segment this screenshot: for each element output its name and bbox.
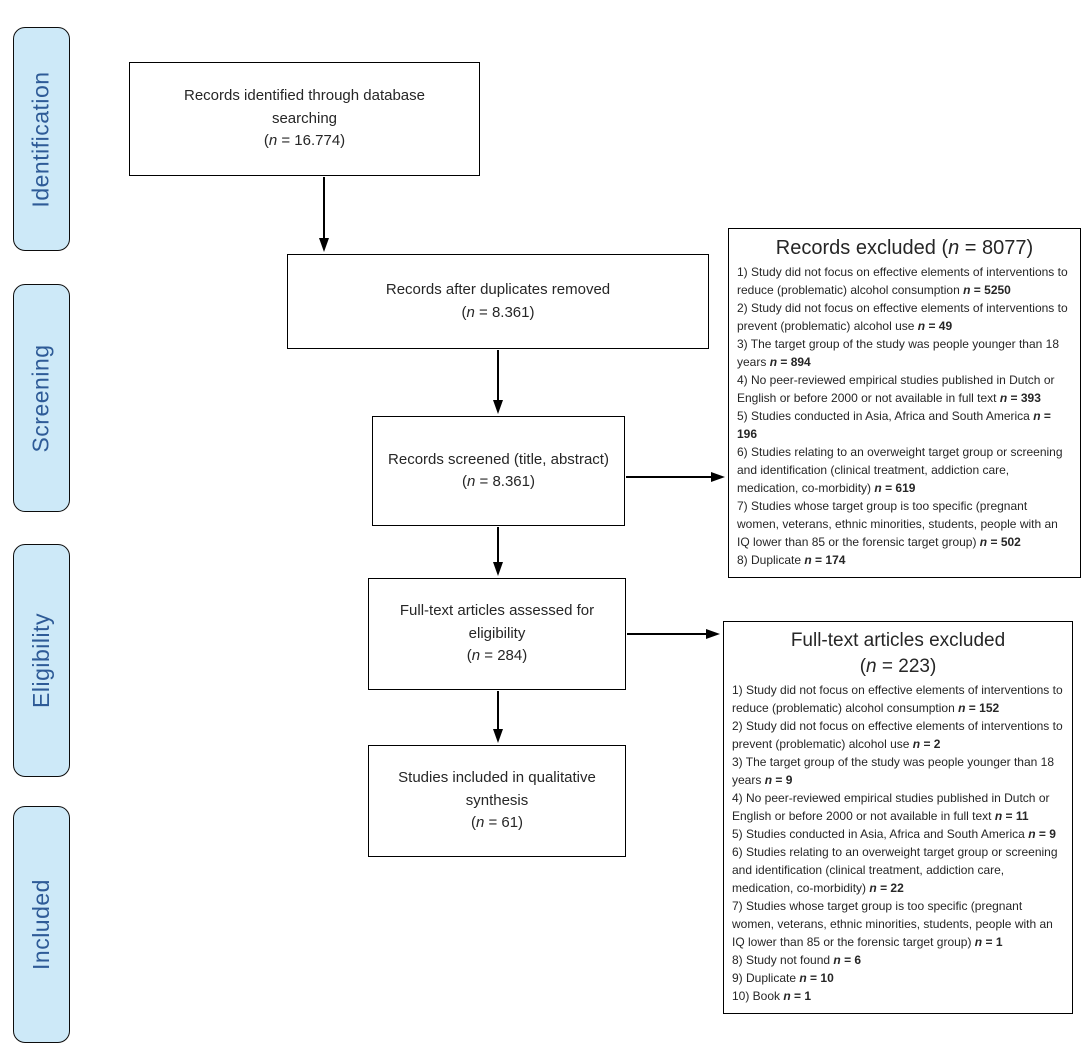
box-count: (n = 16.774) <box>263 132 346 150</box>
excluded-box-title: Records excluded (n = 8077) <box>775 237 1034 259</box>
box-title: Records screened (title, abstract) <box>388 450 609 468</box>
exclusion-reason: 1) Study did not focus on effective elem… <box>737 264 1068 297</box>
box-title: Records identified through database sear… <box>184 87 425 127</box>
stage-label-text: Identification <box>28 70 55 208</box>
exclusion-reason: 7) Studies whose target group is too spe… <box>732 898 1053 949</box>
exclusion-reason: 3) The target group of the study was peo… <box>732 754 1054 787</box>
stage-label-screening: Screening <box>13 284 70 512</box>
flow-box-records-screened: Records screened (title, abstract) (n = … <box>372 416 625 526</box>
stage-label-identification: Identification <box>13 27 70 251</box>
exclusion-reason-list: 1) Study did not focus on effective elem… <box>732 681 1064 1005</box>
box-count: (n = 8.361) <box>461 303 535 321</box>
exclusion-reason: 9) Duplicate n = 10 <box>732 970 834 985</box>
stage-label-eligibility: Eligibility <box>13 544 70 777</box>
box-title: Studies included in qualitative synthesi… <box>398 769 596 809</box>
exclusion-reason: 1) Study did not focus on effective elem… <box>732 682 1063 715</box>
exclusion-reason: 8) Study not found n = 6 <box>732 952 862 967</box>
exclusion-reason: 4) No peer-reviewed empirical studies pu… <box>737 372 1055 405</box>
stage-label-text: Eligibility <box>28 613 55 708</box>
exclusion-reason: 4) No peer-reviewed empirical studies pu… <box>732 790 1050 823</box>
stage-label-text: Screening <box>28 343 55 453</box>
excluded-box-count: (n = 223) <box>859 656 937 678</box>
box-title: Full-text articles assessed for eligibil… <box>399 602 595 642</box>
box-count: (n = 284) <box>466 647 528 665</box>
box-count: (n = 8.361) <box>462 473 535 490</box>
exclusion-reason: 10) Book n = 1 <box>732 988 812 1003</box>
exclusion-reason: 8) Duplicate n = 174 <box>737 552 846 567</box>
stage-label-included: Included <box>13 806 70 1043</box>
stage-label-text: Included <box>28 879 54 970</box>
flow-box-records-identified: Records identified through database sear… <box>129 62 480 176</box>
exclusion-reason: 2) Study did not focus on effective elem… <box>737 300 1068 333</box>
flow-box-studies-included: Studies included in qualitative synthesi… <box>368 745 626 857</box>
flow-box-fulltext-assessed: Full-text articles assessed for eligibil… <box>368 578 626 690</box>
exclusion-reason: 6) Studies relating to an overweight tar… <box>737 444 1063 495</box>
exclusion-reason: 3) The target group of the study was peo… <box>737 336 1059 369</box>
exclusion-reason: 5) Studies conducted in Asia, Africa and… <box>732 826 1056 841</box>
flow-box-duplicates-removed: Records after duplicates removed (n = 8.… <box>287 254 709 349</box>
box-count: (n = 61) <box>470 814 524 832</box>
exclusion-reason: 6) Studies relating to an overweight tar… <box>732 844 1058 895</box>
exclusion-reason: 5) Studies conducted in Asia, Africa and… <box>737 408 1051 441</box>
box-title: Records after duplicates removed <box>385 281 611 298</box>
excluded-box-fulltext: Full-text articles excluded (n = 223) 1)… <box>723 621 1073 1014</box>
exclusion-reason-list: 1) Study did not focus on effective elem… <box>737 263 1072 569</box>
exclusion-reason: 7) Studies whose target group is too spe… <box>737 498 1058 549</box>
excluded-box-records: Records excluded (n = 8077) 1) Study did… <box>728 228 1081 578</box>
excluded-box-title: Full-text articles excluded <box>790 630 1006 651</box>
exclusion-reason: 2) Study did not focus on effective elem… <box>732 718 1063 751</box>
